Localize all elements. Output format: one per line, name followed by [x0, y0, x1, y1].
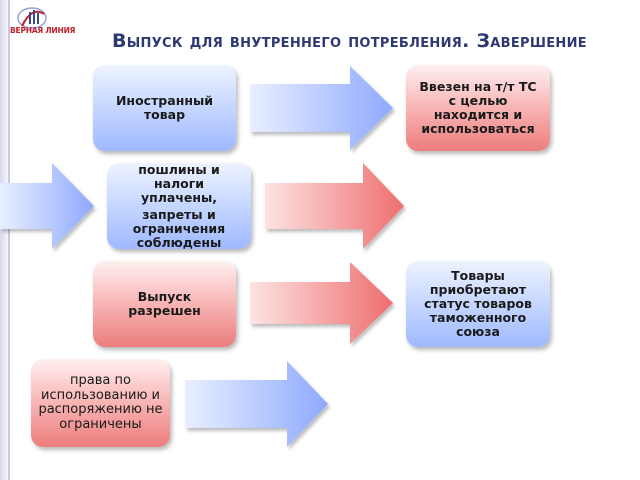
- box-imported-text: Ввезен на т/т ТС с целью находится и исп…: [419, 79, 537, 136]
- arrow-row3: [250, 262, 393, 344]
- logo-text: ВЕРНАЯ ЛИНИЯ: [10, 26, 76, 35]
- box-customs-union-status: Товары приобретают статус товаров таможе…: [406, 261, 550, 347]
- logo-icon: [17, 7, 47, 29]
- box-foreign-goods-text: Иностранный товар: [115, 93, 214, 122]
- box-release-allowed: Выпуск разрешен: [93, 261, 236, 347]
- box-rights-unrestricted-text: права по использованию и распоряжению не…: [38, 373, 163, 432]
- box-release-allowed-text: Выпуск разрешен: [128, 289, 201, 318]
- box-duties-paid: пошлины и налоги уплачены, запреты и огр…: [107, 161, 251, 250]
- box-duties-paid-text-1: пошлины и налоги уплачены,: [138, 161, 220, 205]
- left-decorative-bar: [0, 0, 10, 480]
- box-foreign-goods: Иностранный товар: [93, 65, 236, 151]
- arrow-row2: [265, 163, 404, 249]
- box-imported: Ввезен на т/т ТС с целью находится и исп…: [406, 65, 550, 151]
- box-rights-unrestricted: права по использованию и распоряжению не…: [31, 359, 170, 447]
- arrow-left-entry: [0, 163, 94, 249]
- arrow-row1: [250, 66, 393, 150]
- box-duties-paid-text-2: запреты и ограничения соблюдены: [132, 206, 226, 250]
- arrow-row4: [185, 361, 328, 447]
- box-customs-union-status-text: Товары приобретают статус товаров таможе…: [424, 268, 532, 339]
- page-title: Выпуск для внутреннего потребления. Заве…: [112, 30, 587, 52]
